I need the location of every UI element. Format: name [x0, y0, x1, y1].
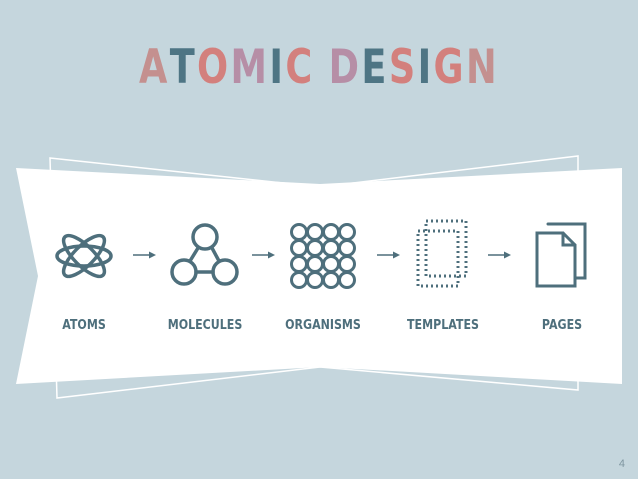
title-letter: G	[433, 40, 466, 95]
title-letter: E	[361, 40, 389, 95]
molecule-icon	[170, 223, 239, 286]
stage-label-atoms: ATOMS	[62, 318, 106, 333]
title-letter: C	[285, 40, 315, 95]
arrow-icon	[252, 251, 275, 259]
page-stack-icon	[535, 222, 587, 288]
title-letter: T	[169, 40, 198, 95]
title-letter: D	[328, 40, 362, 95]
title-letter: S	[388, 40, 418, 95]
stage-label-organisms: ORGANISMS	[285, 318, 361, 333]
arrow-icon	[377, 251, 400, 259]
page-number: 4	[618, 458, 625, 470]
stage-label-pages: PAGES	[541, 318, 583, 333]
slide-title: ATOMIC DESIGN	[70, 44, 568, 91]
title-letter: A	[138, 40, 170, 95]
atom-icon	[55, 233, 113, 279]
organism-grid-icon	[290, 223, 356, 289]
title-letter: I	[269, 40, 286, 95]
stage-label-templates: TEMPLATES	[407, 318, 479, 333]
title-letter: N	[465, 40, 500, 95]
title-letter: M	[230, 40, 270, 95]
arrow-icon	[488, 251, 511, 259]
arrow-icon	[133, 251, 156, 259]
dotted-page-stack-icon	[416, 219, 468, 288]
title-letter: I	[417, 40, 434, 95]
stage-label-molecules: MOLECULES	[167, 318, 243, 333]
title-letter: O	[197, 40, 231, 95]
